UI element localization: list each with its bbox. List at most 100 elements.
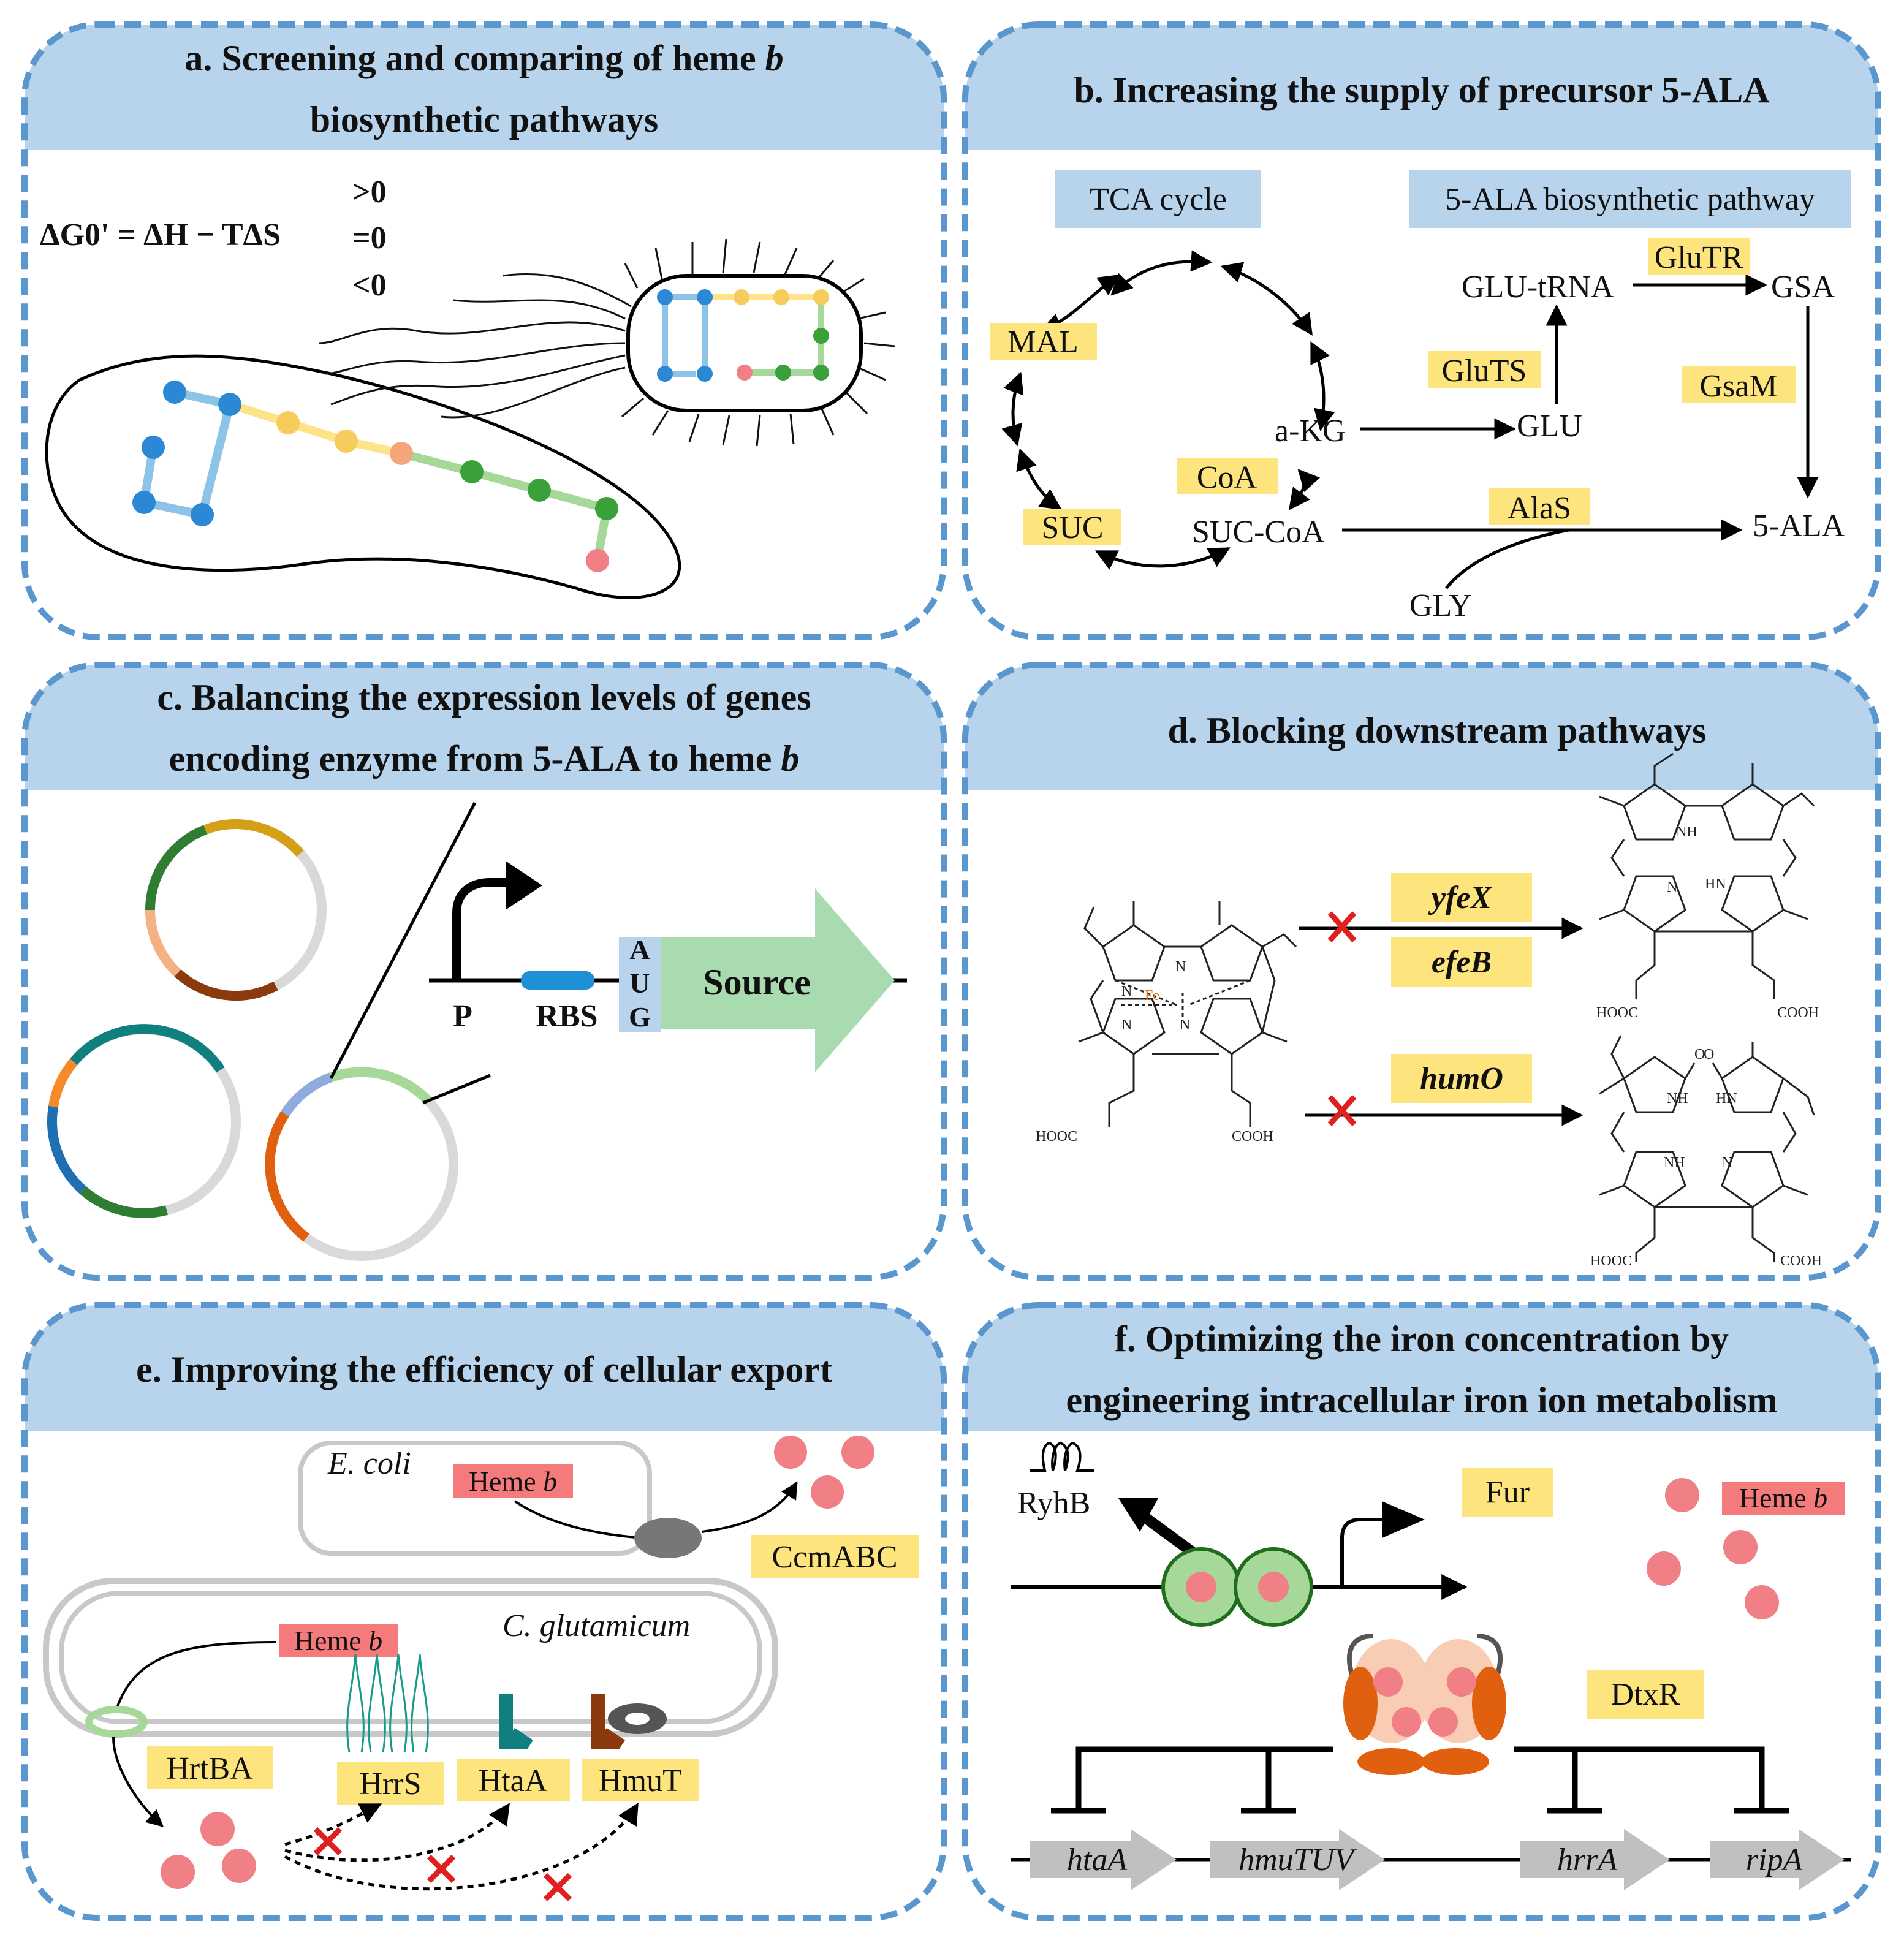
akg-label: a-KG (1275, 414, 1346, 449)
heme-fe: Fe (1145, 988, 1159, 1004)
bv-nh-2: NH (1664, 1155, 1685, 1171)
heme-n-1: N (1121, 983, 1132, 999)
ccmabc-export-arrow (701, 1481, 798, 1533)
hmut-receptor-icon (591, 1694, 667, 1749)
panel-c-frame (21, 662, 947, 1281)
f-heme-dot-2 (1723, 1530, 1758, 1564)
alas-label: AlaS (1508, 491, 1571, 526)
yfex-box (1391, 873, 1532, 922)
cglut-cell-inner (59, 1591, 762, 1724)
panel-b-frame (962, 21, 1881, 640)
fur-promoter-arrow (1340, 1518, 1385, 1587)
promoter-label: P (453, 999, 472, 1034)
hta-label: htaA (1067, 1843, 1127, 1877)
gsam-box (1682, 366, 1796, 403)
hrtba-label: HrtBA (166, 1751, 253, 1786)
large-cell-pathway (132, 381, 618, 572)
pp-nh: NH (1676, 824, 1697, 840)
gluts-label: GluTS (1442, 354, 1527, 388)
f-heme-dot-1 (1665, 1478, 1699, 1512)
pp-hn: HN (1705, 876, 1726, 892)
heme-hooc: HOOC (1036, 1129, 1077, 1145)
heme-b-structure (1078, 901, 1297, 1127)
gibbs-gt: >0 (352, 175, 387, 210)
dtxr-label: DtxR (1611, 1677, 1680, 1712)
fur-heme-dot-right (1258, 1572, 1289, 1602)
ecoli-label: E. coli (327, 1446, 411, 1481)
dtxr-repression-left (1051, 1746, 1333, 1814)
panel-f: f. Optimizing the iron concentration by … (1011, 1319, 1851, 1890)
panel-e-title: e. Improving the efficiency of cellular … (136, 1349, 832, 1390)
panel-d-frame (962, 662, 1881, 1281)
tca-cycle-label: TCA cycle (1090, 182, 1227, 217)
gibbs-eq: =0 (352, 221, 387, 256)
codon-u: U (629, 968, 650, 999)
panel-a-title-line2: biosynthetic pathways (310, 99, 658, 140)
rbs-label: RBS (536, 999, 597, 1034)
hrtba-export-arrow (112, 1737, 164, 1827)
red-x-e2 (427, 1854, 456, 1884)
ecoli-heme-line (514, 1500, 644, 1539)
gly-label: GLY (1409, 588, 1472, 623)
hrrs-box (337, 1762, 444, 1805)
mal-label: MAL (1007, 325, 1079, 360)
start-codon-box (619, 937, 661, 1032)
panel-e: e. Improving the efficiency of cellular … (43, 1349, 919, 1902)
panel-b-title: b. Increasing the supply of precursor 5-… (1074, 70, 1769, 110)
bv-o-2: O (1704, 1047, 1714, 1062)
hrrs-label: HrrS (359, 1767, 421, 1801)
ripa-gene-arrow (1710, 1829, 1845, 1890)
hrrs-receptor-icon (346, 1654, 429, 1753)
pp-hooc: HOOC (1596, 1005, 1638, 1021)
f-heme-box (1722, 1482, 1845, 1515)
extracellular-heme-dot-3 (222, 1849, 256, 1883)
ala-pathway-label: 5-ALA biosynthetic pathway (1445, 182, 1815, 217)
panel-b: b. Increasing the supply of precursor 5-… (990, 70, 1851, 623)
panel-c-title-line1: c. Balancing the expression levels of ge… (157, 677, 811, 718)
pp-cooh: COOH (1777, 1005, 1819, 1021)
htaa-label: HtaA (479, 1763, 548, 1798)
ecoli-heme-dot-1 (774, 1436, 807, 1469)
heme-n-4: N (1180, 1017, 1190, 1033)
hrra-gene-arrow (1520, 1829, 1670, 1890)
small-bacterium (318, 238, 895, 447)
gibbs-equation: ΔG0' = ΔH − TΔS (40, 218, 281, 252)
bv-nh-1: NH (1667, 1091, 1688, 1107)
heme-cooh: COOH (1232, 1129, 1273, 1145)
hmutuv-label: hmuTUV (1238, 1843, 1357, 1877)
source-gene-arrow (661, 888, 895, 1072)
cglut-heme-line (115, 1641, 276, 1710)
glutr-label: GluTR (1655, 240, 1743, 275)
succoa-label: SUC-CoA (1192, 515, 1325, 550)
glutr-box (1648, 238, 1750, 275)
ecoli-heme-label: Heme b (469, 1466, 557, 1497)
bv-o-1: O (1694, 1047, 1705, 1062)
ryhb-arrow-line (1136, 1509, 1202, 1561)
dtxr-box (1587, 1670, 1704, 1719)
panel-a-title-line1: a. Screening and comparing of heme b (184, 38, 783, 78)
red-x-e1 (313, 1827, 343, 1856)
hrtba-box (147, 1746, 273, 1789)
plasmid-1 (145, 819, 327, 1001)
zoom-line-2 (422, 1074, 491, 1105)
bv-n: N (1722, 1155, 1732, 1171)
ecoli-heme-box (453, 1464, 573, 1498)
yfex-label: yfeX (1428, 881, 1492, 915)
dtxr-repression-right (1514, 1746, 1789, 1814)
heme-n-3: N (1121, 1017, 1132, 1033)
panel-e-frame (21, 1302, 947, 1921)
red-x-d2 (1327, 1095, 1357, 1126)
cglut-heme-box (279, 1624, 398, 1657)
red-x-e3 (543, 1873, 572, 1902)
hmutuv-gene-arrow (1210, 1829, 1385, 1890)
tca-cycle-box (1055, 170, 1261, 228)
f-heme-dot-3 (1647, 1551, 1681, 1586)
alas-box (1489, 488, 1590, 525)
codon-g: G (629, 1001, 651, 1032)
efeb-label: efeB (1432, 945, 1492, 980)
ccmabc-box (751, 1535, 919, 1578)
ccmabc-transporter (634, 1518, 702, 1558)
tca-cycle-arrows (1001, 250, 1335, 570)
sensing-arrows (284, 1802, 639, 1891)
hta-gene-arrow (1030, 1829, 1177, 1890)
